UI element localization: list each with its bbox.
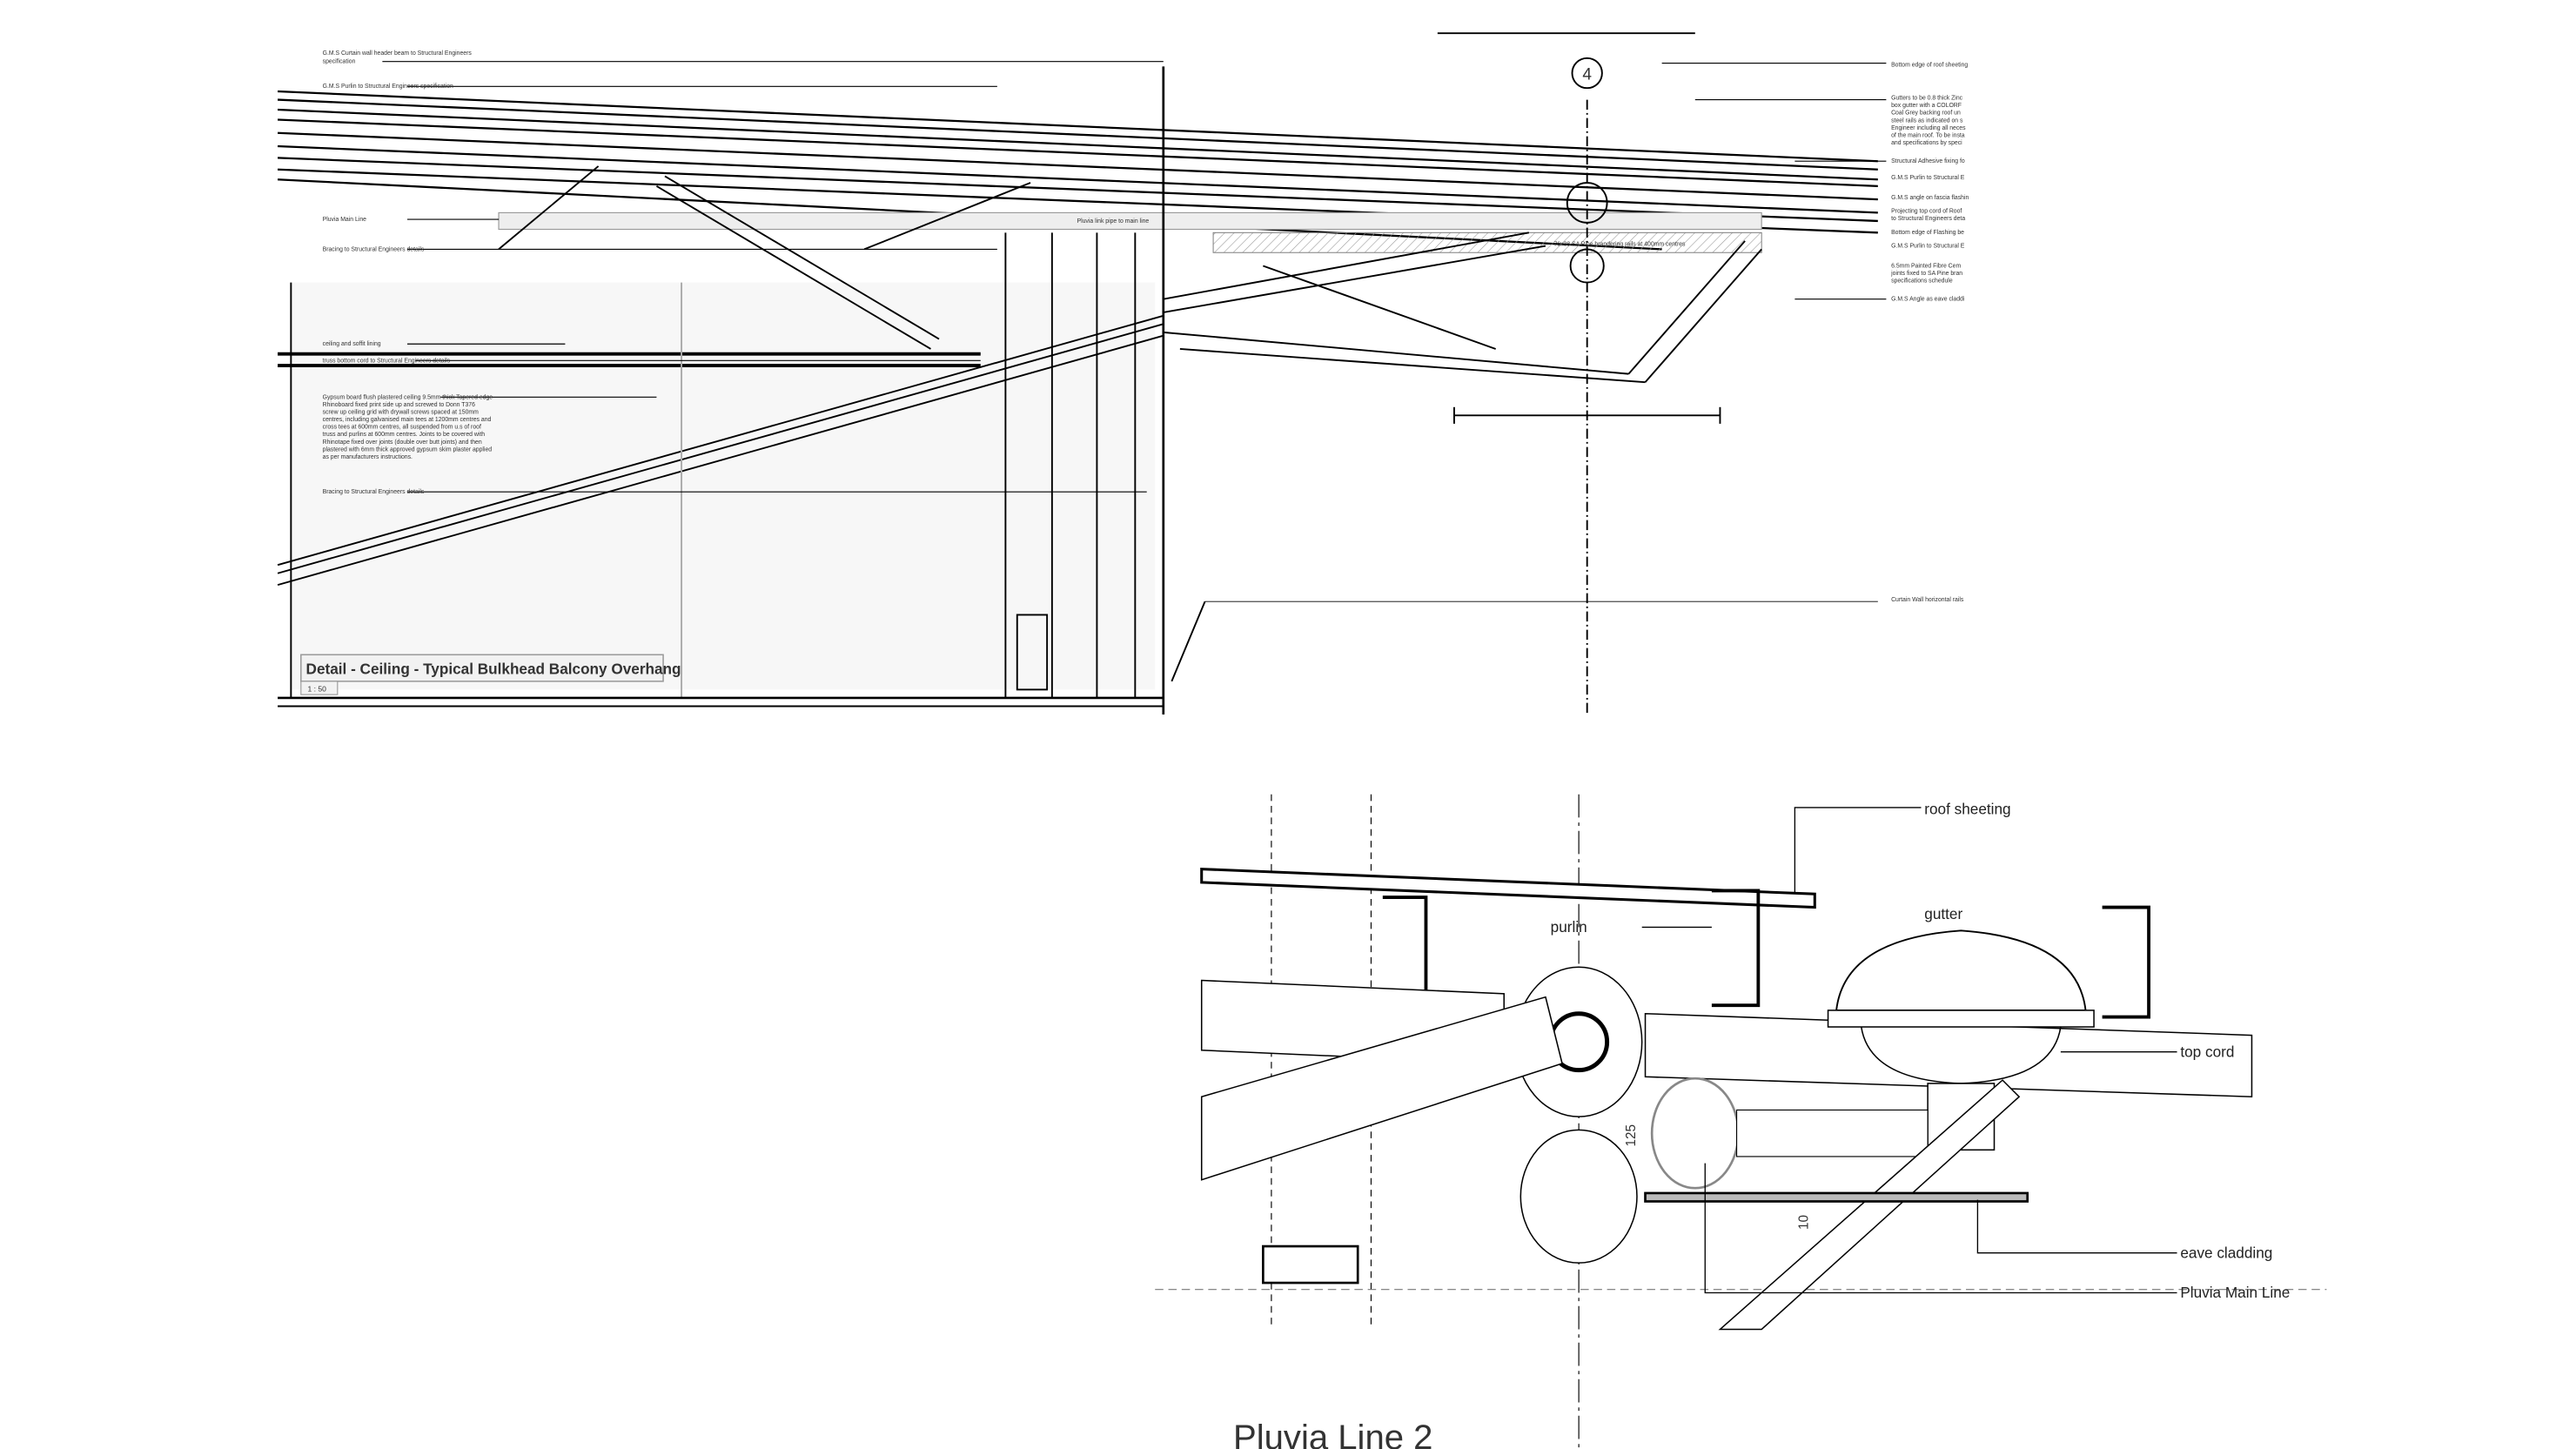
mid-label: Pluvia link pipe to main line (1077, 218, 1150, 225)
right-label: specifications schedule (1891, 278, 1953, 285)
note-line: centres, including galvanised main tees … (323, 417, 492, 423)
left-label: Pluvia Main Line (323, 217, 367, 223)
right-label: to Structural Engineers deta (1891, 216, 1965, 222)
gutter-label: gutter (1924, 905, 1962, 922)
flange (1519, 1129, 1638, 1264)
note-line: Rhinotape fixed over joints (double over… (323, 439, 482, 446)
note-line: plastered with 6mm thick approved gypsum… (323, 446, 493, 453)
eave-cladding (1644, 1191, 2029, 1203)
left-label: Bracing to Structural Engineers details (323, 246, 425, 252)
roof-sheeting-lines (278, 90, 1878, 251)
note-line: screw up ceiling grid with drywall screw… (323, 409, 479, 415)
right-label: G.M.S angle on fascia flashin (1891, 195, 1969, 201)
dimension-10: 10 (1797, 1215, 1812, 1230)
pipe-branch (1735, 1109, 1929, 1157)
gutter-outlet (1835, 929, 2087, 1011)
right-label: and specifications by speci (1891, 140, 1962, 146)
note-line: Rhinoboard fixed print side up and screw… (323, 402, 475, 408)
right-label: joints fixed to SA Pine bran (1890, 271, 1962, 277)
leader-lines (382, 61, 1887, 493)
right-label: 6.5mm Painted Fibre Cem (1891, 263, 1961, 269)
note-line: truss and purlins at 600mm centres. Join… (323, 432, 486, 438)
detail-scale: 1 : 50 (307, 684, 326, 693)
note-line: cross tees at 600mm centres, all suspend… (323, 425, 481, 431)
gutter-flange (1827, 1010, 2095, 1028)
right-label: Curtain Wall horizontal rails (1891, 597, 1964, 603)
right-label: Structural Adhesive fixing fo (1891, 158, 1965, 164)
ceiling-void-shading (291, 282, 1156, 690)
roof-sheeting-label: roof sheeting (1924, 801, 2010, 818)
grid-bubble (1571, 57, 1603, 90)
right-label: G.M.S Purlin to Structural E (1891, 244, 1965, 250)
right-label: Coal Grey backing roof un (1891, 111, 1961, 117)
base-plate (1262, 1244, 1359, 1285)
right-label: Projecting top cord of Roof (1891, 208, 1962, 214)
right-label: Engineer including all neces (1891, 125, 1966, 131)
detail-title-box (300, 654, 664, 682)
eave-cladding-label: eave cladding (2180, 1244, 2272, 1261)
note-line: Gypsum board flush plastered ceiling 9.5… (323, 394, 493, 400)
left-label: specification (323, 59, 356, 65)
right-label: Bottom edge of Flashing be (1891, 230, 1964, 236)
top-cord-label: top cord (2180, 1043, 2234, 1060)
ceiling-note: Gypsum board flush plastered ceiling 9.5… (323, 394, 493, 460)
dimension-125: 125 (1624, 1124, 1639, 1146)
purlin-label: purlin (1551, 918, 1587, 936)
grid-bubble-label: 4 (1582, 66, 1592, 84)
right-labels: Bottom edge of roof sheeting Gutters to … (1890, 62, 1969, 603)
right-label: box gutter with a COLORF (1891, 103, 1962, 109)
brace-member (1718, 1079, 2021, 1331)
top-cord (1644, 1012, 2253, 1097)
mid-label: 76x38 SA Pine brandering rails at 400mm … (1554, 242, 1687, 248)
truss-members (277, 165, 1762, 587)
pluvia-pipe (1650, 1077, 1740, 1190)
bottom-detail-title: Pluvia Line 2 (1233, 1419, 1433, 1449)
purlin (1379, 896, 1428, 999)
right-label: G.M.S Angle as eave claddi (1891, 297, 1965, 303)
pluvia-link-pipe (498, 211, 1762, 231)
pluvia-main-line-label: Pluvia Main Line (2180, 1284, 2290, 1301)
note-line: as per manufacturers instructions. (323, 454, 413, 460)
right-label: Bottom edge of roof sheeting (1891, 62, 1968, 68)
scale-box (300, 681, 339, 695)
right-label: G.M.S Purlin to Structural E (1891, 175, 1965, 181)
right-label: of the main roof. To be insta (1891, 133, 1965, 139)
left-label: truss bottom cord to Structural Engineer… (323, 358, 451, 364)
top-detail-drawing: 4 G.M.S Curtain wall header beam to Stru… (277, 32, 1969, 715)
right-label: Gutters to be 0.8 thick Zinc (1891, 96, 1963, 102)
bottom-detail-drawing: roof sheeting gutter purlin top cord eav… (1155, 794, 2327, 1449)
detail-title: Detail - Ceiling - Typical Bulkhead Balc… (306, 660, 681, 677)
brandering-rails (1212, 231, 1762, 253)
roof-sheeting (1200, 868, 1816, 909)
purlin (2102, 905, 2150, 1019)
purlin (1711, 889, 1761, 1008)
columns (278, 32, 1878, 715)
left-label: ceiling and soffit lining (323, 341, 381, 347)
right-label: steel rails as indicated on s (1891, 117, 1963, 124)
left-label: G.M.S Purlin to Structural Engineers spe… (323, 84, 453, 90)
diagonal-member (1200, 996, 1563, 1181)
left-label: Bracing to Structural Engineers details (323, 489, 425, 495)
bottom-leaders (1641, 807, 2177, 1294)
left-label: G.M.S Curtain wall header beam to Struct… (323, 50, 473, 57)
